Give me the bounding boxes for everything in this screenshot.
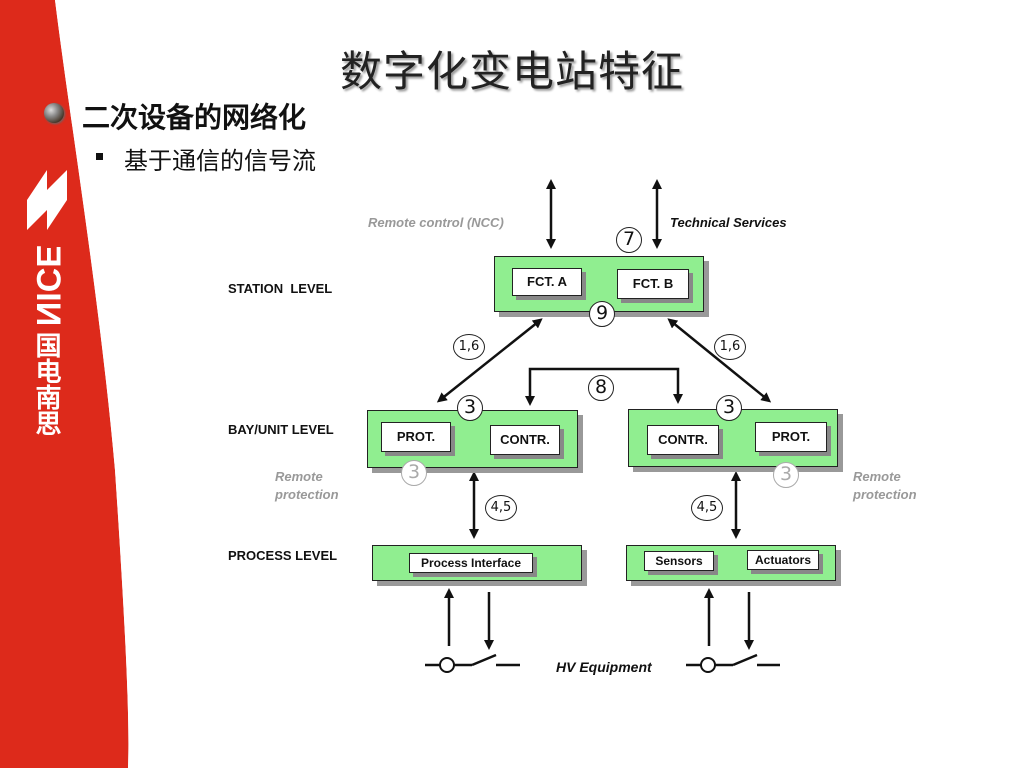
number-8-badge: 8 xyxy=(588,375,614,401)
fct-a-box: FCT. A xyxy=(512,268,582,296)
technical-services-label: Technical Services xyxy=(670,215,787,230)
station-level-label: STATION LEVEL xyxy=(228,281,333,296)
hv-switch-left-icon xyxy=(425,653,520,673)
number-3-left-badge: 3 xyxy=(457,395,483,421)
prot-right-box: PROT. xyxy=(755,422,827,452)
sensors-box: Sensors xyxy=(644,551,714,571)
actuators-box: Actuators xyxy=(747,550,819,570)
bullet-square-icon xyxy=(96,153,103,160)
contr-left-box: CONTR. xyxy=(490,425,560,455)
link-16-left-badge: 1,6 xyxy=(453,334,485,360)
process-left-box xyxy=(372,545,582,581)
remote-protection-right-label: Remote protection xyxy=(853,469,917,502)
logo-mark-icon xyxy=(27,170,67,230)
contr-right-box: CONTR. xyxy=(647,425,719,455)
logo-chinese-text: 国电南思 xyxy=(31,332,61,437)
link-45-right-badge: 4,5 xyxy=(691,495,723,521)
bullet-ball-icon xyxy=(44,103,64,123)
slide-title: 数字化变电站特征 xyxy=(339,47,684,96)
link-45-left-badge: 4,5 xyxy=(485,495,517,521)
prot-left-box: PROT. xyxy=(381,422,451,452)
number-3-right-badge: 3 xyxy=(716,395,742,421)
process-interface-box: Process Interface xyxy=(409,553,533,573)
process-level-label: PROCESS LEVEL xyxy=(228,548,338,563)
remote-protection-left-label: Remote protection xyxy=(275,469,339,502)
hv-equipment-label: HV Equipment xyxy=(556,659,652,675)
number-7-badge: 7 xyxy=(616,227,642,253)
bullet-heading: 二次设备的网络化 xyxy=(82,101,307,134)
bullet-subitem: 基于通信的信号流 xyxy=(124,147,316,175)
number-9-badge: 9 xyxy=(589,301,615,327)
company-logo: NICE 国电南思 xyxy=(22,160,72,470)
hv-switch-right-icon xyxy=(686,653,780,673)
red-side-band xyxy=(0,0,150,768)
link-16-right-badge: 1,6 xyxy=(714,334,746,360)
number-3-faded-left-badge: 3 xyxy=(401,460,427,486)
bay-level-label: BAY/UNIT LEVEL xyxy=(228,422,334,437)
remote-control-label: Remote control (NCC) xyxy=(368,215,504,230)
number-3-faded-right-badge: 3 xyxy=(773,462,799,488)
fct-b-box: FCT. B xyxy=(617,269,689,299)
